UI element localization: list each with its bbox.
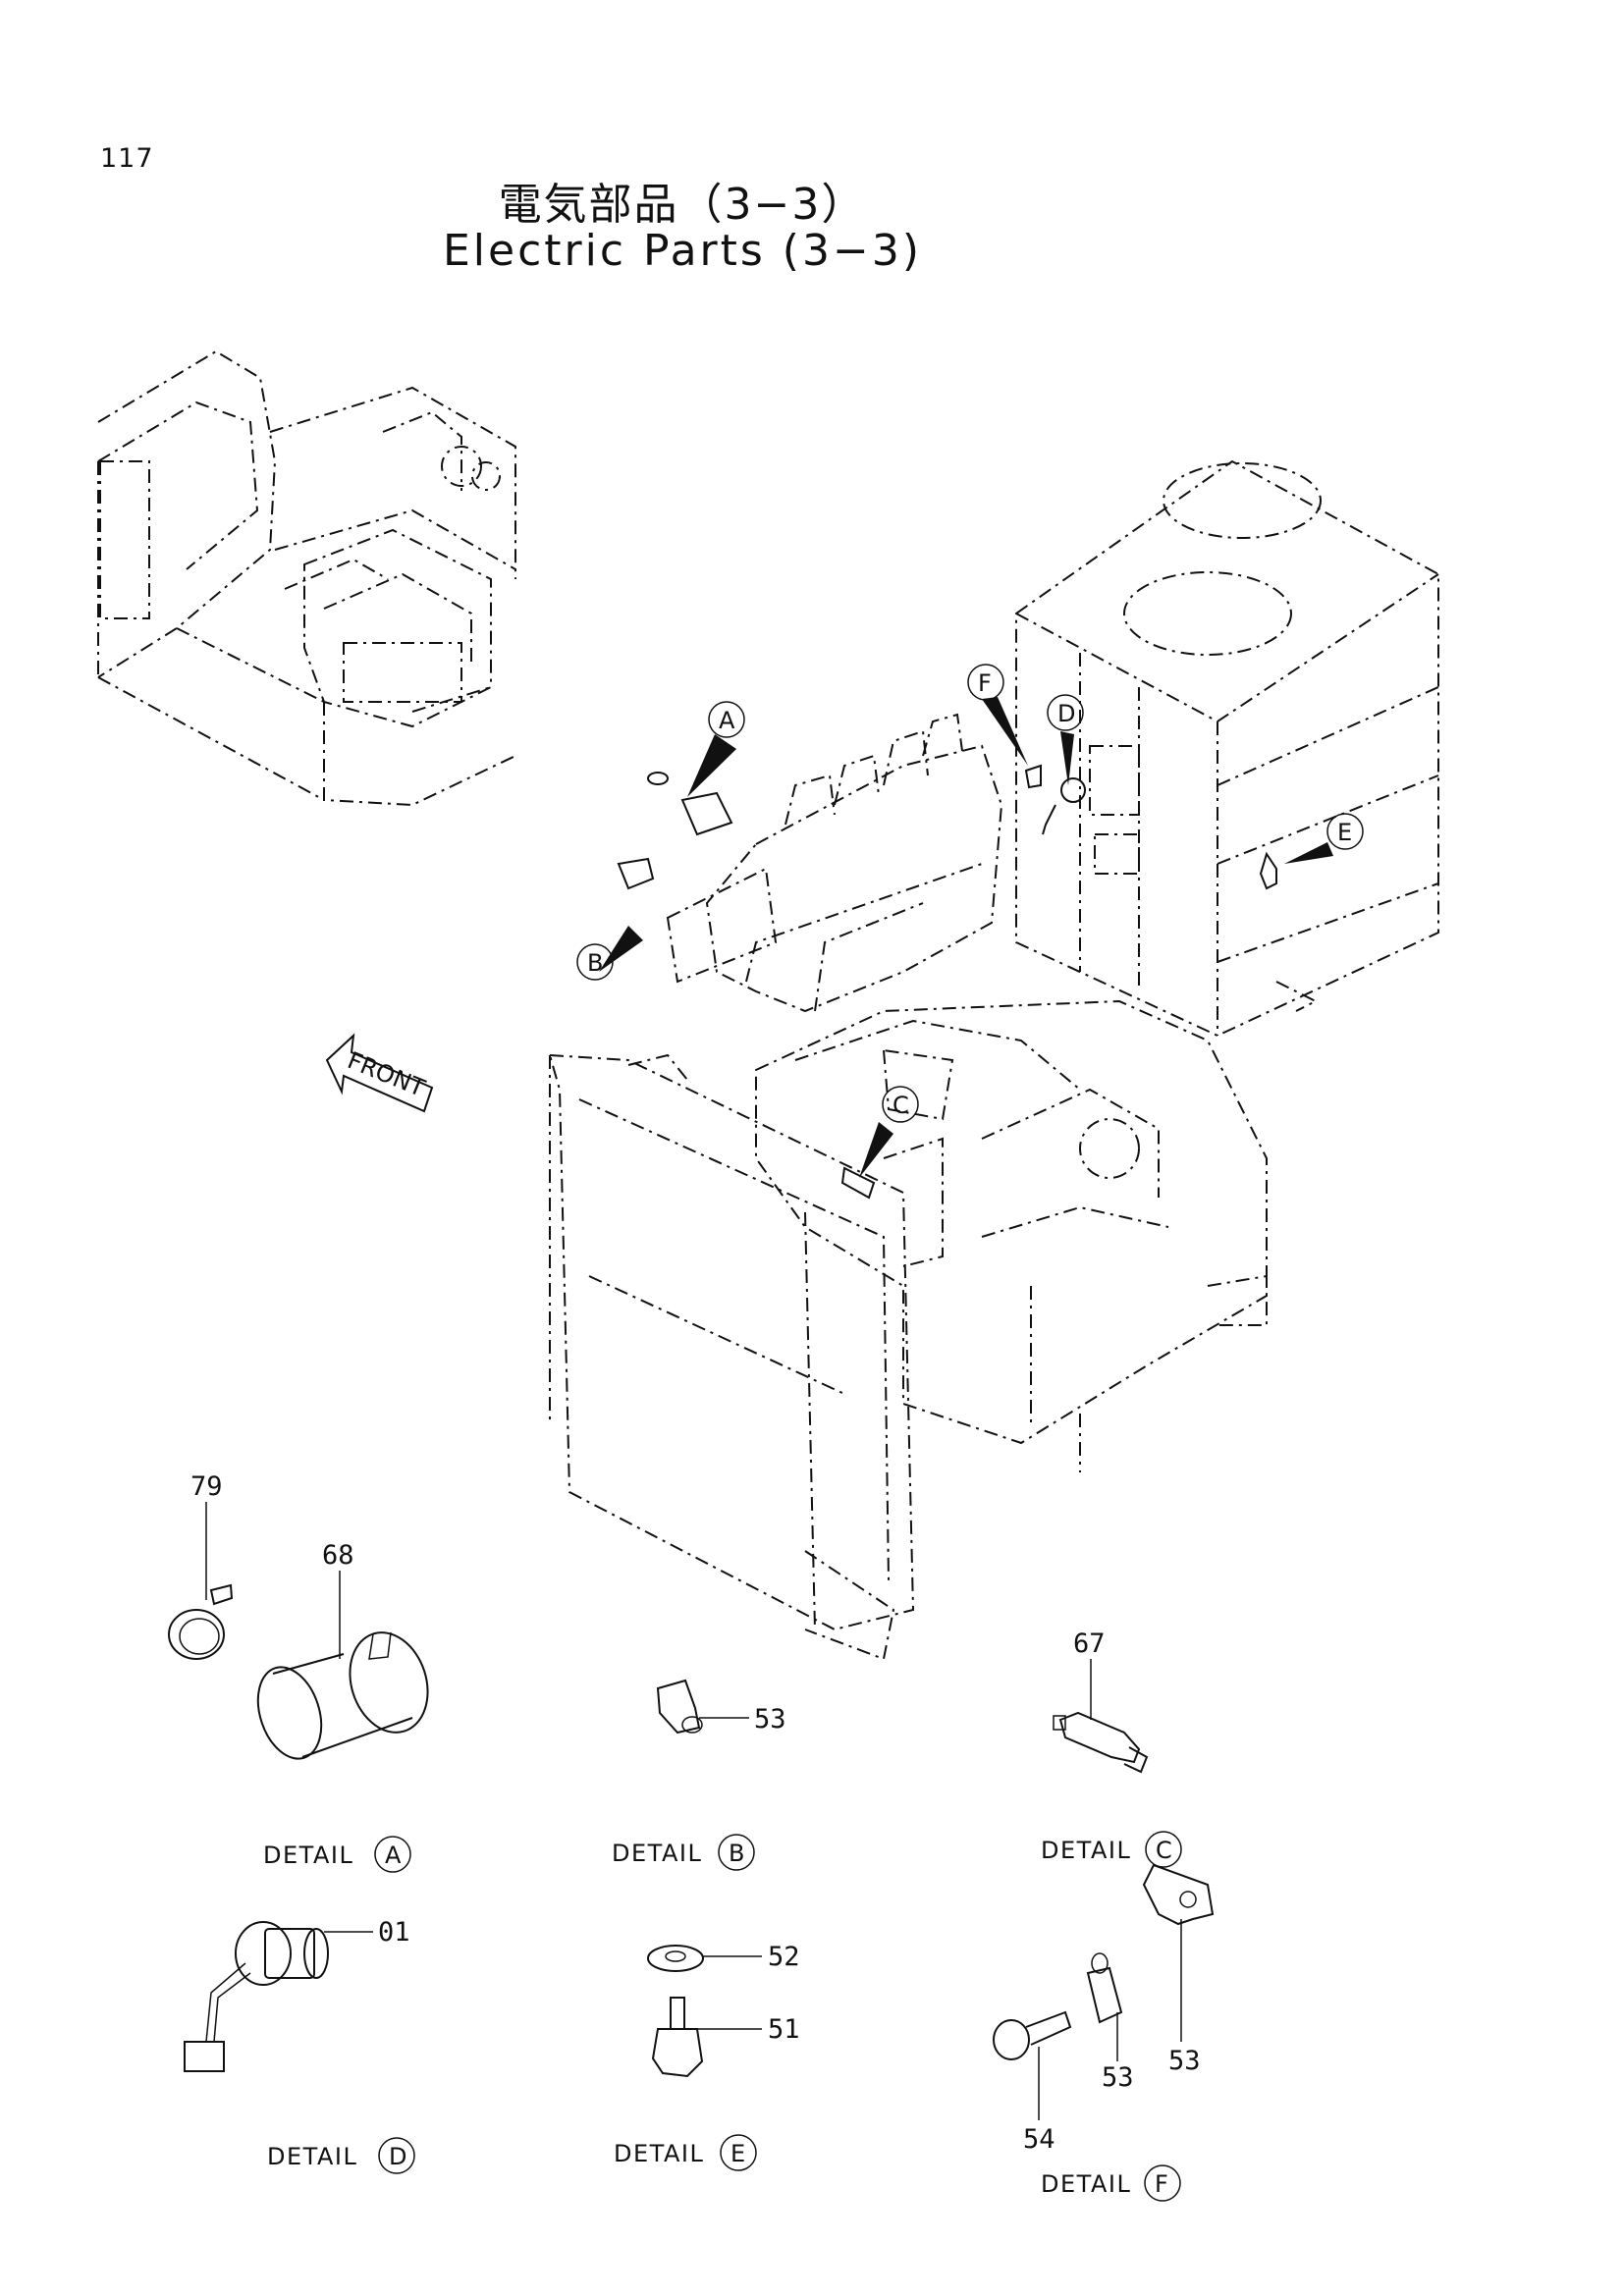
part-67: 67	[1073, 1629, 1106, 1659]
svg-text:B: B	[587, 949, 603, 977]
title-english: Electric Parts (3−3)	[443, 226, 922, 276]
detail-d-label: DETAIL	[267, 2143, 357, 2170]
part-01: 01	[378, 1917, 410, 1948]
svg-text:F: F	[978, 669, 992, 697]
callout-c: C	[882, 1086, 919, 1123]
detail-a-letter: A	[385, 1842, 402, 1869]
part-51: 51	[768, 2014, 800, 2045]
detail-b: 53 DETAIL B	[612, 1679, 786, 1871]
svg-text:C: C	[893, 1092, 909, 1119]
engine	[755, 999, 1268, 1472]
detail-a: 79 68 DETAIL A	[168, 1471, 429, 1873]
detail-b-label: DETAIL	[612, 1840, 702, 1867]
svg-text:E: E	[1337, 819, 1352, 846]
radiator	[548, 1053, 944, 1661]
callout-f: F	[967, 664, 1004, 701]
detail-b-letter: B	[729, 1840, 744, 1867]
detail-c-label: DETAIL	[1041, 1837, 1131, 1864]
part-79: 79	[190, 1471, 223, 1502]
detail-a-label: DETAIL	[263, 1842, 353, 1869]
cab-upperstructure	[97, 349, 516, 807]
detail-e-label: DETAIL	[614, 2140, 704, 2167]
detail-f-label: DETAIL	[1041, 2170, 1131, 2198]
svg-text:D: D	[1057, 700, 1075, 727]
part-52: 52	[768, 1942, 800, 1972]
callout-leaders	[599, 697, 1333, 1178]
detail-f: 53 53 54 DETAIL F	[993, 1863, 1215, 2202]
detail-c-letter: C	[1156, 1837, 1172, 1864]
svg-text:A: A	[719, 707, 735, 734]
front-arrow: FRONT	[325, 1033, 434, 1113]
control-valve	[666, 713, 1003, 1013]
callout-a: A	[708, 701, 745, 738]
detail-d-letter: D	[389, 2143, 406, 2170]
part-53-f2: 53	[1102, 2062, 1134, 2093]
page-number: 117	[100, 143, 154, 174]
detail-d: 01 DETAIL D	[184, 1917, 415, 2174]
callout-parts	[617, 764, 1277, 1200]
part-54: 54	[1023, 2124, 1055, 2155]
callout-d: D	[1047, 694, 1084, 731]
detail-c: 67 DETAIL C	[1041, 1629, 1182, 1868]
part-68: 68	[322, 1540, 354, 1571]
part-53-f1: 53	[1168, 2046, 1201, 2076]
callout-b: B	[576, 943, 614, 981]
part-53-b: 53	[754, 1704, 786, 1735]
detail-f-letter: F	[1155, 2170, 1168, 2198]
detail-e: 52 51 DETAIL E	[614, 1942, 800, 2171]
title-japanese: 電気部品（3−3）	[498, 180, 867, 230]
callout-e: E	[1326, 813, 1364, 850]
tank-assembly	[1015, 459, 1439, 1038]
detail-e-letter: E	[730, 2140, 745, 2167]
